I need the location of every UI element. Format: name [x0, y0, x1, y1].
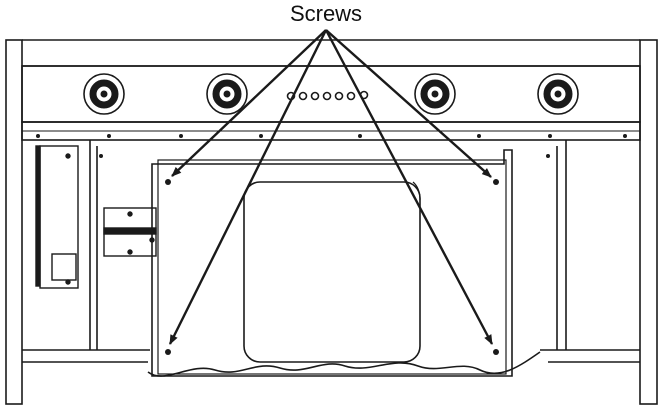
screw-top-left — [165, 179, 171, 185]
arrow-top-left — [171, 29, 327, 177]
arrow-bottom-right — [324, 29, 494, 345]
screws-label: Screws — [290, 1, 362, 26]
screw-bottom-left — [165, 349, 171, 355]
knob-1 — [83, 73, 125, 115]
mounting-bracket — [103, 207, 157, 257]
screw-bottom-right — [493, 349, 499, 355]
control-knobs — [83, 73, 579, 115]
trim-fasteners — [36, 134, 627, 158]
screw-top-right — [493, 179, 499, 185]
knob-4 — [537, 73, 579, 115]
indicator-lights — [286, 90, 369, 101]
back-panel — [151, 149, 513, 377]
arrow-bottom-left — [168, 29, 328, 345]
junction-box — [35, 145, 79, 289]
callout-arrows — [168, 29, 494, 345]
cutaway-edge — [147, 351, 541, 377]
screws — [165, 179, 499, 355]
knob-2 — [206, 73, 248, 115]
knob-3 — [414, 73, 456, 115]
arrow-top-right — [325, 29, 492, 178]
